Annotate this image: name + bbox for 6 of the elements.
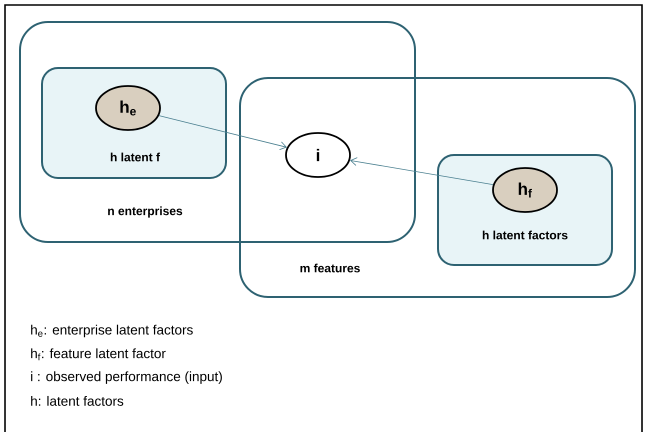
arrow [350,157,494,185]
legend-text: i : observed performance (input) [31,371,222,384]
legend-text: h$_{e}$: enterprise latent factors [31,324,193,338]
legend-text: h: latent factors [31,396,124,406]
arrow [158,115,287,150]
legend-text: h$_{f}$: feature latent factor [31,348,166,360]
